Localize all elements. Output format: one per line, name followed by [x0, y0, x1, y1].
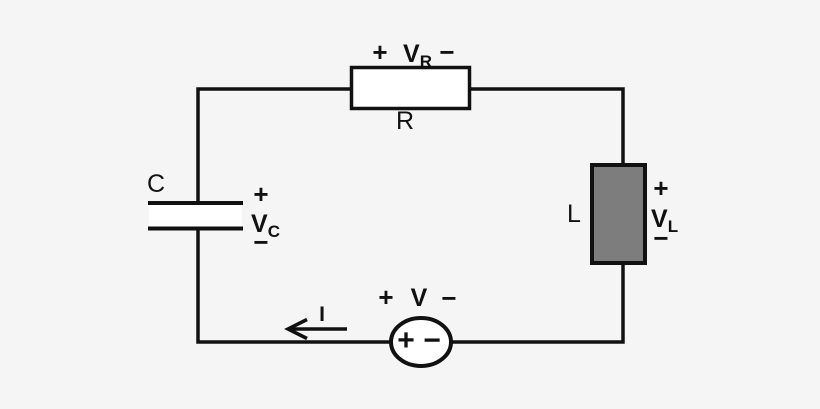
capacitor-body — [148, 201, 243, 231]
voltage-source-terminal-minus: − — [423, 324, 441, 357]
resistor-name-label: R — [396, 107, 414, 135]
voltage-source-terminal-plus: + — [397, 324, 415, 357]
inductor-voltage-subscript: L — [668, 217, 678, 236]
source-voltage-minus: − — [441, 283, 456, 313]
capacitor-voltage-plus: + — [253, 179, 268, 209]
inductor-body — [590, 163, 647, 265]
capacitor-voltage-symbol: V — [251, 210, 268, 238]
capacitor-name-label: C — [147, 170, 165, 198]
source-voltage-plus: + — [378, 282, 393, 312]
resistor-voltage-minus: − — [439, 37, 454, 67]
capacitor-gap — [149, 204, 242, 227]
capacitor-voltage-label: VC — [251, 210, 280, 241]
capacitor-voltage-minus: − — [253, 227, 268, 257]
current-arrow — [284, 317, 347, 341]
inductor-voltage-symbol: V — [651, 205, 668, 233]
resistor-voltage-subscript: R — [420, 52, 432, 71]
resistor-voltage-label: VR — [403, 40, 432, 71]
circuit-loop-wire — [196, 87, 625, 344]
inductor-name-label: L — [567, 200, 581, 228]
voltage-source-body — [389, 316, 453, 368]
capacitor-voltage-subscript: C — [268, 222, 280, 241]
resistor-body — [349, 65, 472, 111]
current-arrow-head — [284, 317, 308, 341]
inductor-voltage-label: VL — [651, 205, 678, 236]
inductor-voltage-minus: − — [653, 223, 668, 253]
resistor-voltage-plus: + — [372, 37, 387, 67]
inductor-voltage-plus: + — [653, 173, 668, 203]
resistor-voltage-symbol: V — [403, 40, 420, 68]
source-voltage-symbol: V — [411, 284, 428, 312]
current-label: I — [319, 303, 325, 326]
